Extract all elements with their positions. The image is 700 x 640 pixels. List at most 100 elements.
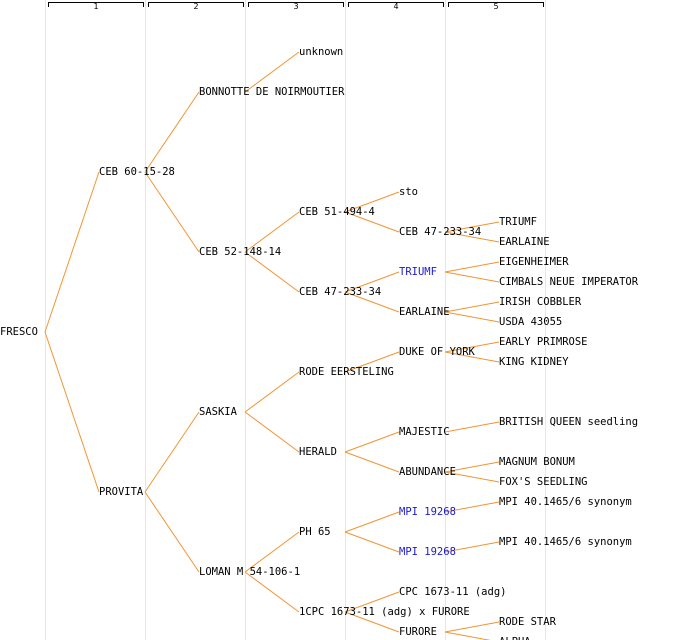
edge-ceb601528-bonnotte [144,91,200,173]
generation-number: 1 [93,2,99,11]
pedigree-node-cpc167311: CPC 1673-11 (adg) [399,586,507,598]
generation-number: 2 [193,2,199,11]
generation-number: 5 [493,2,499,11]
grid-line-4 [345,0,346,640]
edge-saskia-herald [244,411,300,453]
edge-ceb4723334a-triumf4 [344,271,400,293]
edge-provita-saskia [144,411,200,493]
edge-triumf4-eigenheimer [444,261,500,273]
pedigree-node-foxsseedling: FOX'S SEEDLING [499,476,588,488]
generation-number: 4 [393,2,399,11]
pedigree-node-mpisyn2: MPI 40.1465/6 synonym [499,536,632,548]
pedigree-node-triumf4[interactable]: TRIUMF [399,266,437,278]
edge-ceb514944-ceb4723334b [344,211,400,233]
pedigree-node-ceb4723334b: CEB 47-233-34 [399,226,482,238]
pedigree-node-herald: HERALD [299,446,337,458]
edge-ph65-mpi19268b [344,531,400,553]
edge-furore-rodestar [444,621,500,633]
grid-line-3 [245,0,246,640]
edge-herald-majestic [344,431,400,453]
generation-header-3: 3 [248,0,344,12]
edge-ceb4723334a-earlaine4 [344,291,400,313]
pedigree-node-saskia: SASKIA [199,406,237,418]
edge-ceb514944-sto [344,191,400,213]
pedigree-node-magnumbonum: MAGNUM BONUM [499,456,575,468]
edge-fresco-provita [44,331,100,493]
pedigree-node-rodestar: RODE STAR [499,616,556,628]
pedigree-node-britishqueen: BRITISH QUEEN seedling [499,416,639,428]
pedigree-node-ceb514944: CEB 51-494-4 [299,206,375,218]
pedigree-node-cpcfurore: 1CPC 1673-11 (adg) x FURORE [299,606,470,618]
pedigree-node-majestic: MAJESTIC [399,426,450,438]
pedigree-node-earlyprimrose: EARLY PRIMROSE [499,336,588,348]
edge-loman-cpcfurore [244,571,300,613]
edge-loman-ph65 [244,531,300,573]
edge-earlaine4-irishcobbler [444,301,500,313]
edge-ceb4723334b-triumf5 [444,221,500,233]
edge-ceb4723334b-earlaine5 [444,231,500,243]
grid-line-1 [45,0,46,640]
pedigree-node-fresco: FRESCO [0,326,38,338]
pedigree-node-cimbals: CIMBALS NEUE IMPERATOR [499,276,639,288]
pedigree-node-bonnotte: BONNOTTE DE NOIRMOUTIER [199,86,345,98]
pedigree-node-rodeeersteling: RODE EERSTELING [299,366,394,378]
grid-line-2 [145,0,146,640]
pedigree-node-ceb601528: CEB 60-15-28 [99,166,175,178]
edge-provita-loman [144,491,200,573]
generation-header-4: 4 [348,0,444,12]
grid-line-6 [545,0,546,640]
pedigree-node-mpi19268a[interactable]: MPI 19268 [399,506,456,518]
edge-cpcfurore-cpc167311 [344,591,400,613]
pedigree-node-ceb4723334a: CEB 47-233-34 [299,286,382,298]
edge-ceb5214814-ceb4723334a [244,251,300,293]
generation-header-1: 1 [48,0,144,12]
pedigree-node-earlaine4: EARLAINE [399,306,450,318]
pedigree-node-kingkidney: KING KIDNEY [499,356,569,368]
pedigree-node-provita: PROVITA [99,486,144,498]
edge-fresco-ceb601528 [44,171,100,333]
generation-bracket [348,2,444,7]
pedigree-node-mpi19268b[interactable]: MPI 19268 [399,546,456,558]
edge-abundance-foxsseedling [444,471,500,483]
pedigree-node-alpha: ALPHA [499,636,531,640]
pedigree-node-triumf5: TRIUMF [499,216,537,228]
edge-furore-alpha [444,631,491,640]
generation-bracket [148,2,244,7]
pedigree-node-furore: FURORE [399,626,437,638]
edge-bonnotte-unknown [244,51,300,93]
pedigree-node-unknown: unknown [299,46,344,58]
generation-header-2: 2 [148,0,244,12]
generation-bracket [448,2,544,7]
edge-abundance-magnumbonum [444,461,500,473]
edge-dukeofyork-kingkidney [444,351,500,363]
edge-dukeofyork-earlyprimrose [444,341,500,353]
pedigree-node-loman: LOMAN M 54-106-1 [199,566,301,578]
generation-header-5: 5 [448,0,544,12]
pedigree-node-ceb5214814: CEB 52-148-14 [199,246,282,258]
edge-earlaine4-usda43055 [444,311,500,323]
edge-majestic-britishqueen [444,421,500,433]
edge-ceb5214814-ceb514944 [244,211,300,253]
pedigree-node-ph65: PH 65 [299,526,331,538]
edge-rodeeersteling-dukeofyork [344,351,400,373]
pedigree-node-dukeofyork: DUKE OF YORK [399,346,475,358]
generation-bracket [48,2,144,7]
edge-ph65-mpi19268a [344,511,400,533]
grid-line-5 [445,0,446,640]
edge-ceb601528-ceb5214814 [144,171,200,253]
generation-bracket [248,2,344,7]
edge-mpi19268a-mpisyn1 [444,501,500,513]
edge-saskia-rodeeersteling [244,371,300,413]
edge-mpi19268b-mpisyn2 [444,541,500,553]
pedigree-node-mpisyn1: MPI 40.1465/6 synonym [499,496,632,508]
edge-cpcfurore-furore [344,611,400,633]
pedigree-node-usda43055: USDA 43055 [499,316,563,328]
pedigree-node-earlaine5: EARLAINE [499,236,550,248]
generation-number: 3 [293,2,299,11]
pedigree-node-abundance: ABUNDANCE [399,466,456,478]
edge-herald-abundance [344,451,400,473]
pedigree-node-eigenheimer: EIGENHEIMER [499,256,569,268]
edge-triumf4-cimbals [444,271,500,283]
